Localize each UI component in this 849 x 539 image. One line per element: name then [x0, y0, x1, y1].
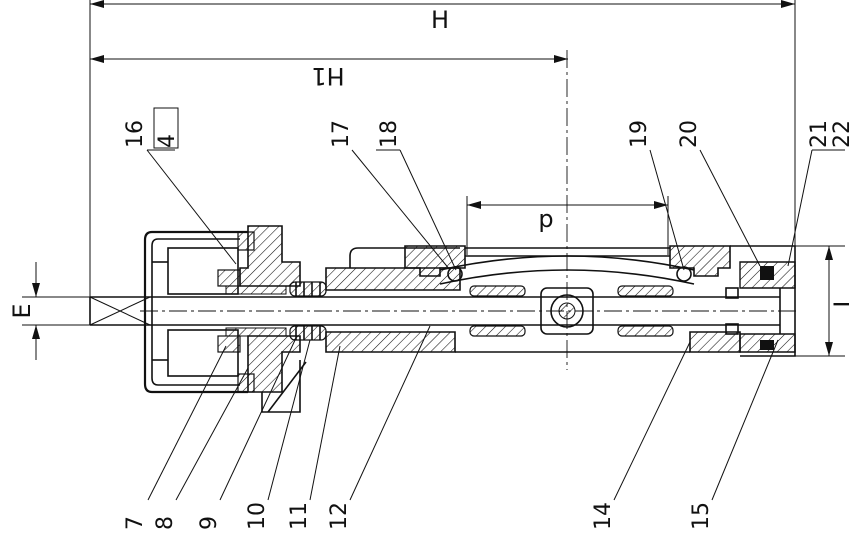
dimension-E: E — [8, 262, 150, 360]
callout-11: 11 — [287, 502, 312, 530]
callout-17: 17 — [329, 120, 354, 148]
callout-18: 18 — [377, 120, 402, 148]
callout-22: 22 — [830, 120, 849, 148]
callout-19: 19 — [627, 120, 652, 148]
body-flange — [217, 225, 307, 413]
callout-4: 4 — [155, 134, 180, 148]
callout-20: 20 — [677, 120, 702, 148]
dimension-H1-label: H1 — [311, 62, 344, 90]
callout-21: 21 — [807, 120, 832, 148]
spring-stack — [289, 281, 327, 341]
callout-16: 16 — [123, 120, 148, 148]
dimension-p-label: p — [538, 205, 553, 233]
callout-8: 8 — [153, 516, 178, 530]
dimension-L-label: L — [829, 294, 849, 308]
callout-9: 9 — [197, 516, 222, 530]
callout-14: 14 — [591, 502, 616, 530]
center-connector — [540, 287, 594, 335]
dimension-L: L — [795, 245, 849, 357]
shaft-tip — [89, 296, 151, 326]
callout-7: 7 — [123, 516, 148, 530]
leader-lines — [146, 149, 845, 501]
dimension-p: p — [466, 196, 669, 255]
dimension-E-label: E — [8, 303, 36, 318]
dimension-H1: H1 — [90, 55, 568, 90]
right-end-body — [689, 245, 796, 357]
callout-4-box — [153, 107, 179, 149]
callout-12: 12 — [327, 502, 352, 530]
callout-10: 10 — [245, 502, 270, 530]
membrane-assembly — [404, 245, 731, 337]
shaft — [150, 296, 780, 326]
dimension-H-label: H — [431, 6, 449, 34]
knob-housing — [143, 230, 255, 394]
callout-15: 15 — [689, 502, 714, 530]
dimension-H: H — [89, 0, 796, 320]
